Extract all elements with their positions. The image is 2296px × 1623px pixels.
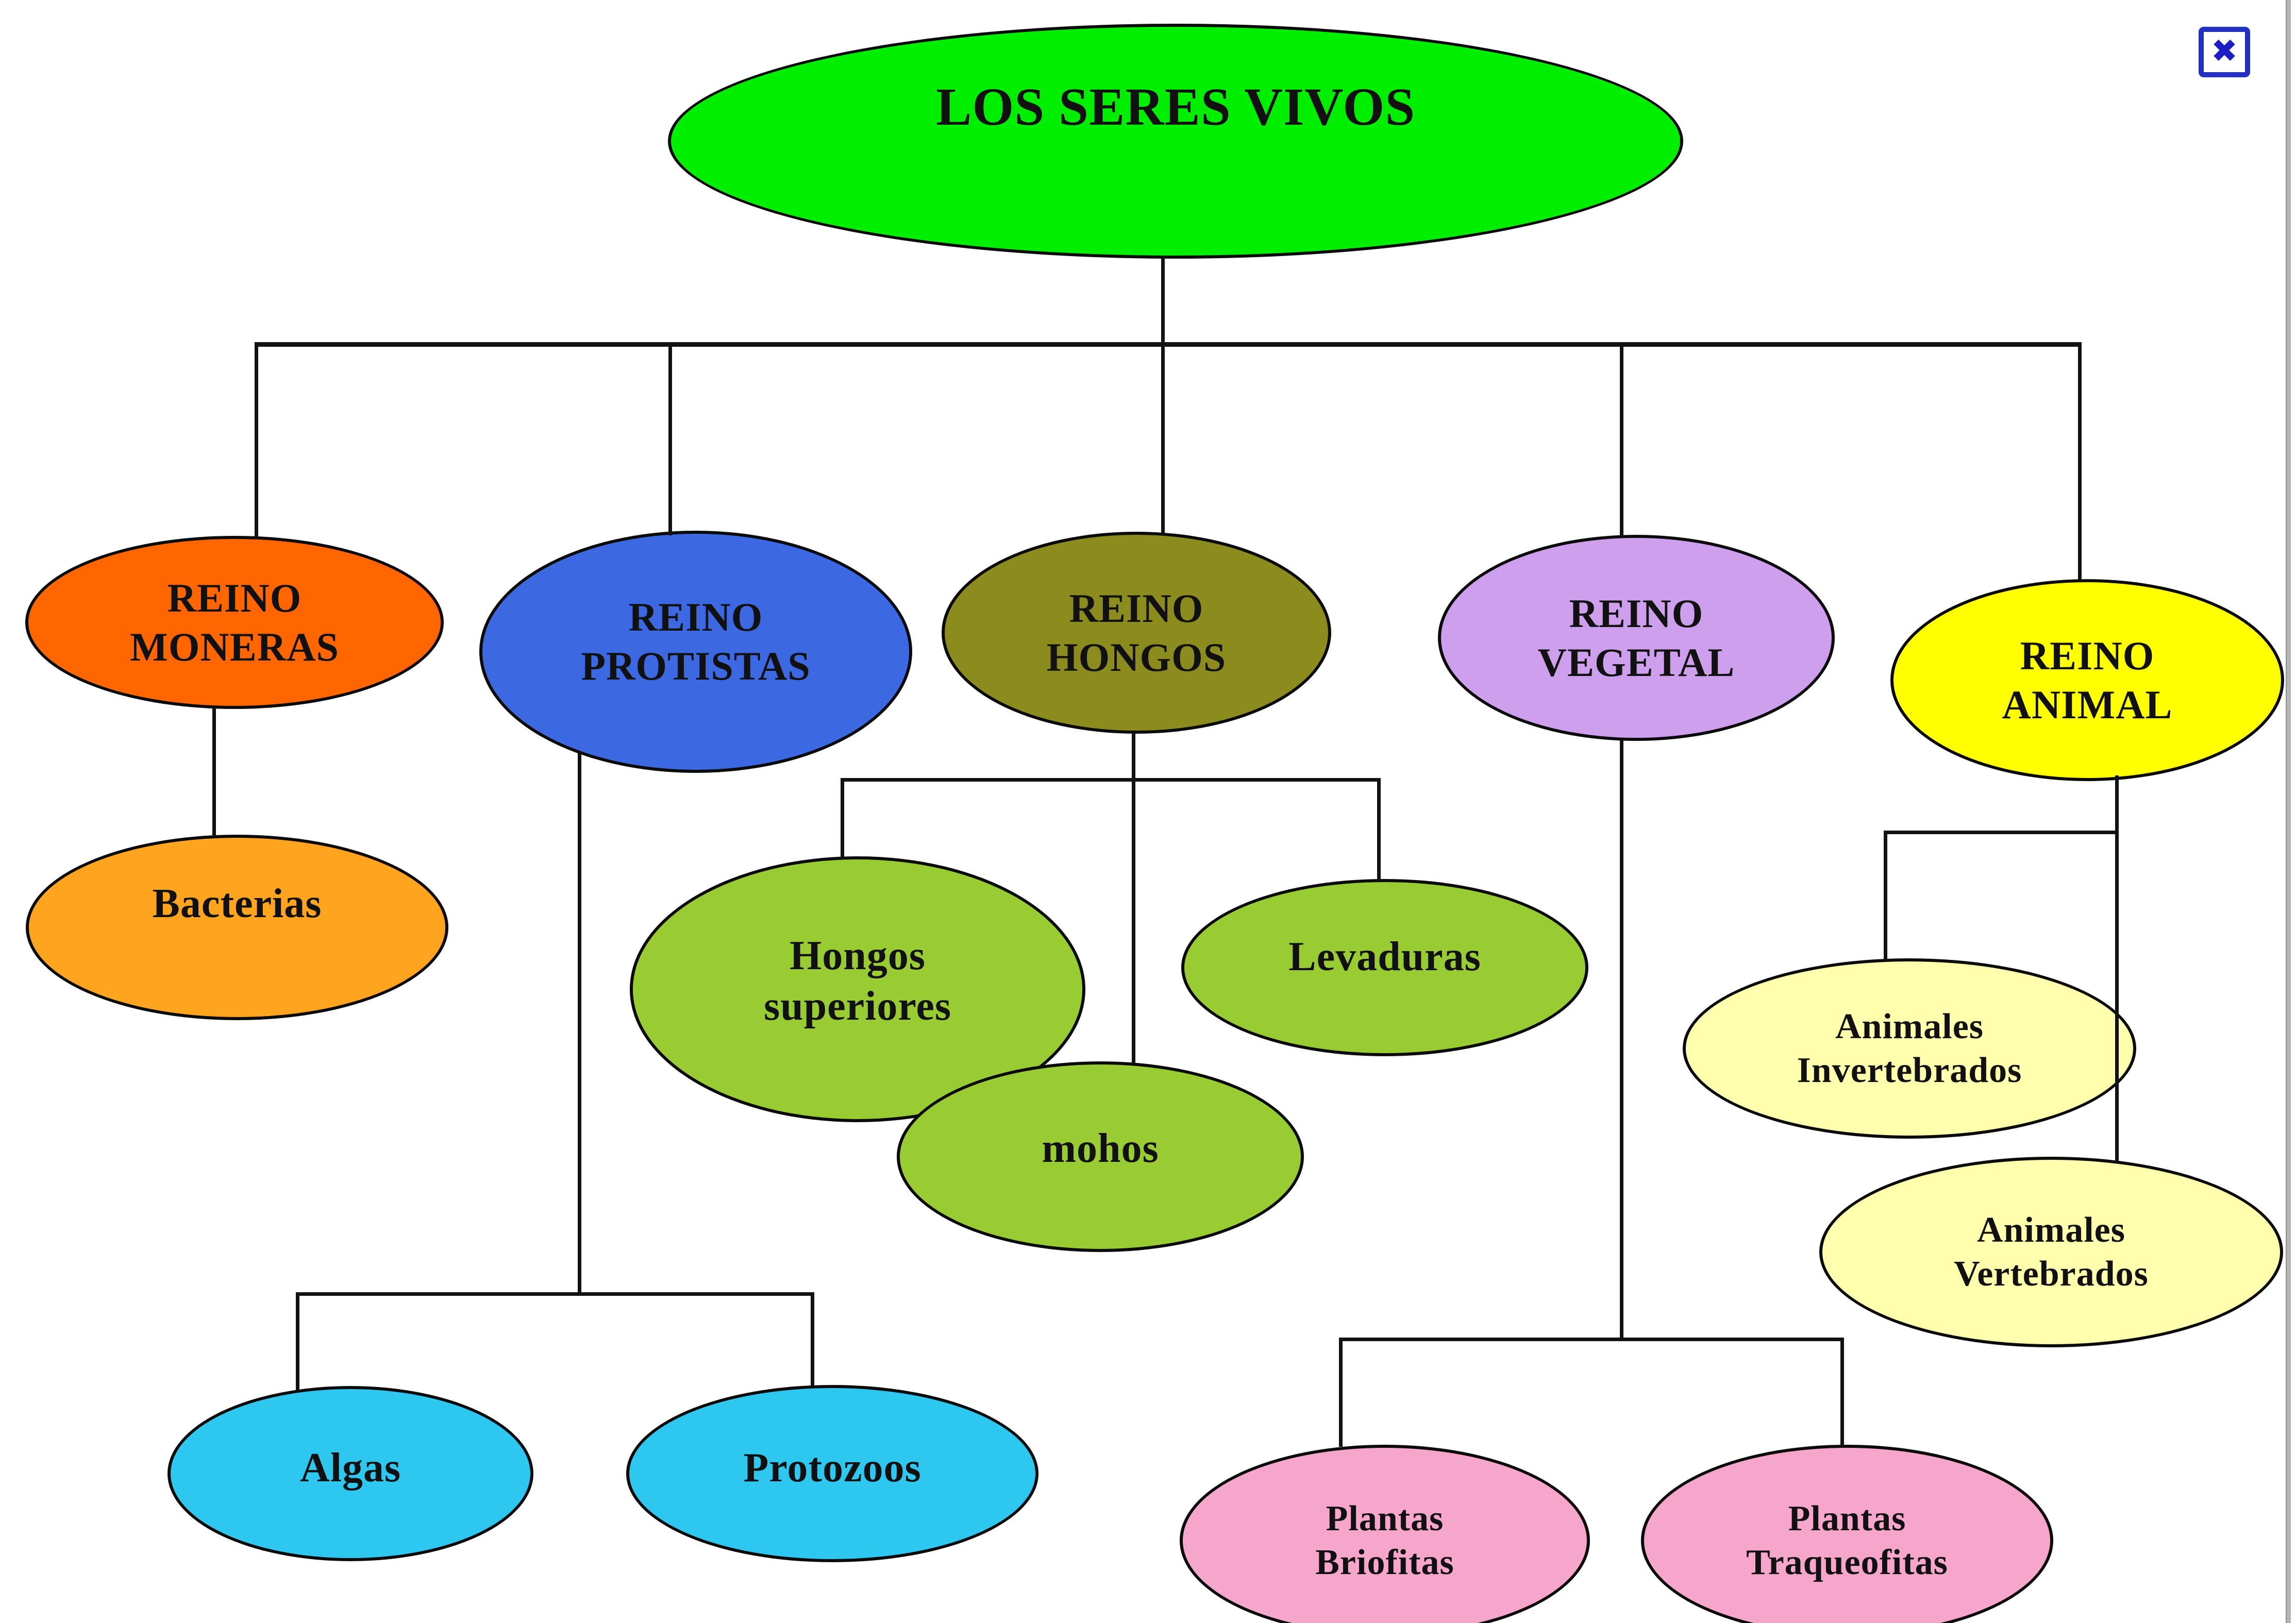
close-button[interactable]: ✖	[2199, 27, 2250, 77]
edge-drop-traqueofitas	[1840, 1338, 1844, 1445]
window-right-edge	[2286, 0, 2291, 1623]
edge-line-moneras-bacterias	[212, 707, 216, 837]
edge-title-drop	[1161, 256, 1165, 346]
node-label-algas: Algas	[299, 1445, 401, 1491]
edge-hongos-hline	[841, 778, 1381, 782]
node-bacterias: Bacterias	[26, 835, 448, 1020]
edge-drop-algas	[296, 1292, 299, 1390]
edge-drop-animal	[2078, 342, 2082, 580]
node-label-mohos: mohos	[1042, 1126, 1159, 1172]
close-icon: ✖	[2211, 32, 2238, 70]
node-mohos: mohos	[897, 1061, 1304, 1252]
edge-drop-levaduras	[1377, 778, 1381, 881]
edge-line-mohos	[1132, 778, 1135, 1064]
edge-drop-moneras	[255, 342, 258, 539]
node-label-seres-vivos: LOS SERES VIVOS	[935, 77, 1416, 137]
edge-drop-protozoos	[811, 1292, 814, 1386]
edge-animal-hline	[1884, 831, 2119, 834]
node-algas: Algas	[167, 1386, 533, 1561]
edge-line-animal-down	[2115, 775, 2119, 1162]
edge-main-hline	[255, 342, 2082, 347]
edge-line-protistas-down	[578, 753, 581, 1296]
edge-drop-vegetal	[1620, 342, 1623, 537]
edge-drop-hongos	[1161, 342, 1165, 534]
node-label-levaduras: Levaduras	[1288, 934, 1481, 980]
edge-drop-protistas	[668, 342, 672, 535]
edge-vegetal-hline	[1339, 1338, 1844, 1341]
edge-protistas-hline	[296, 1292, 814, 1296]
edge-drop-invertebrados	[1884, 831, 1887, 960]
edge-drop-hongos-superiores	[841, 778, 844, 858]
node-label-protozoos: Protozoos	[743, 1445, 921, 1491]
node-seres-vivos: LOS SERES VIVOS	[668, 24, 1683, 259]
edge-line-hongos-down	[1132, 734, 1135, 782]
edge-line-vegetal-down	[1620, 740, 1623, 1341]
node-protozoos: Protozoos	[626, 1385, 1038, 1562]
node-levaduras: Levaduras	[1181, 879, 1588, 1056]
edge-drop-briofitas	[1339, 1338, 1343, 1447]
node-label-bacterias: Bacterias	[152, 881, 322, 927]
